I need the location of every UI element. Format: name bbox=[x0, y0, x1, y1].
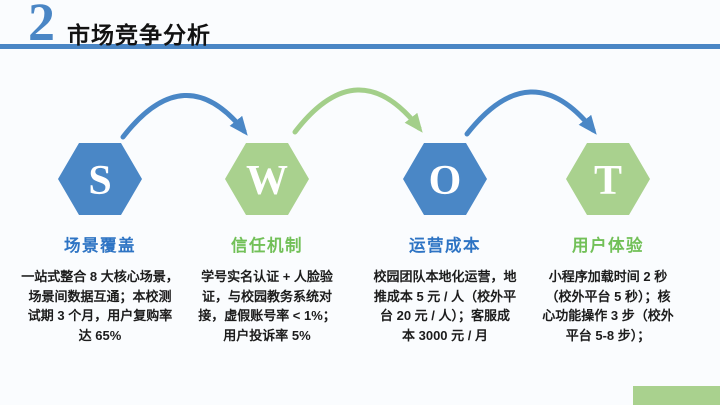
swot-column-strengths: S 场景覆盖 一站式整合 8 大核心场景， 场景间数据互通；本校测 试期 3 个… bbox=[10, 143, 190, 345]
column-title-opportunities: 运营成本 bbox=[409, 237, 481, 255]
hexagon-t-letter: T bbox=[594, 158, 622, 204]
hexagon-s-icon: S bbox=[58, 143, 142, 215]
hexagon-w-icon: W bbox=[225, 143, 309, 215]
column-body-weaknesses: 学号实名认证 + 人脸验 证，与校园教务系统对 接，虚假账号率 < 1%； 用户… bbox=[198, 269, 336, 343]
hexagon-w-letter: W bbox=[246, 158, 288, 204]
hexagon-o-icon: O bbox=[403, 143, 487, 215]
swot-column-threats: T 用户体验 小程序加载时间 2 秒 （校外平台 5 秒）；核 心功能操作 3 … bbox=[518, 143, 698, 345]
column-body-strengths: 一站式整合 8 大核心场景， 场景间数据互通；本校测 试期 3 个月，用户复购率… bbox=[21, 269, 179, 343]
column-body-threats: 小程序加载时间 2 秒 （校外平台 5 秒）；核 心功能操作 3 步（校外 平台… bbox=[542, 269, 674, 343]
page-title: 市场竞争分析 bbox=[67, 22, 211, 48]
column-title-threats: 用户体验 bbox=[572, 237, 644, 255]
arc-arrow-o-to-t-icon bbox=[464, 89, 597, 137]
column-body-opportunities: 校园团队本地化运营，地 推成本 5 元 / 人（校外平 台 20 元 / 人）；… bbox=[373, 269, 517, 343]
swot-column-opportunities: O 运营成本 校园团队本地化运营，地 推成本 5 元 / 人（校外平 台 20 … bbox=[355, 143, 535, 345]
corner-decoration-rect bbox=[633, 386, 720, 405]
header-underline bbox=[0, 44, 720, 49]
arc-arrow-w-to-o-icon bbox=[292, 87, 423, 135]
hexagon-t-icon: T bbox=[566, 143, 650, 215]
page-number: 2 bbox=[28, 0, 55, 52]
hexagon-o-letter: O bbox=[429, 158, 462, 204]
arc-arrow-s-to-w-icon bbox=[120, 93, 248, 140]
hexagon-s-letter: S bbox=[88, 158, 111, 204]
column-title-weaknesses: 信任机制 bbox=[231, 237, 303, 255]
column-title-strengths: 场景覆盖 bbox=[64, 237, 136, 255]
swot-column-weaknesses: W 信任机制 学号实名认证 + 人脸验 证，与校园教务系统对 接，虚假账号率 <… bbox=[177, 143, 357, 345]
